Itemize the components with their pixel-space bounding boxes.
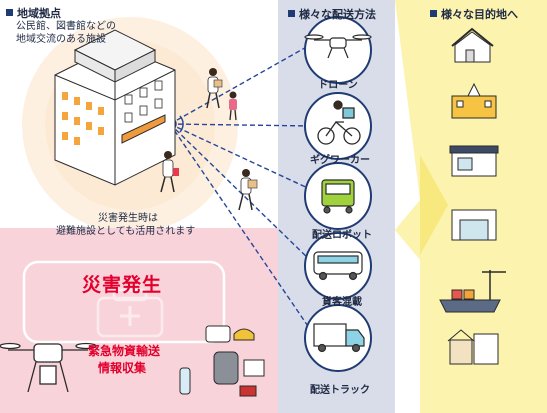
disaster-task-information: 情報収集 — [98, 361, 147, 375]
hub-title: 地域拠点 — [6, 5, 61, 21]
disaster-task-supply-transport: 緊急物資輸送 — [88, 344, 161, 358]
connection-lines — [169, 44, 313, 333]
destination-store-icon — [449, 145, 499, 177]
destination-arrow — [420, 155, 448, 255]
person-carrying-box-icon — [206, 68, 223, 109]
community-building-icon — [54, 29, 176, 186]
person-delivery-icon — [238, 169, 258, 211]
destinations-header: 様々な目的地へ — [430, 6, 518, 22]
disaster-frame — [22, 260, 226, 344]
shelter-note-line1: 災害発生時は — [98, 213, 158, 224]
method-label-drone: ドローン — [318, 80, 358, 91]
shelter-note-line2: 避難施設としても活用されます — [56, 226, 196, 237]
hub-description-line2: 地域交流のある施設 — [16, 34, 106, 45]
emergency-supplies-icon — [179, 325, 265, 397]
bicycle-courier-icon — [317, 100, 361, 145]
destination-column — [395, 0, 547, 413]
bus-icon — [313, 251, 363, 281]
destination-port-icon — [439, 270, 506, 313]
drone-icon — [304, 34, 372, 59]
person-shopping-icon — [160, 151, 179, 193]
building-windows-right — [124, 80, 163, 123]
destination-town-icon — [447, 329, 499, 365]
first-aid-kit-icon — [96, 288, 164, 338]
method-label-gig-worker: ギグワーカー — [310, 155, 370, 166]
disaster-drone-icon — [0, 342, 97, 393]
disaster-title: 災害発生 — [82, 274, 163, 296]
method-label-delivery-robot: 配送ロボット — [312, 230, 372, 241]
methods-header: 様々な配送方法 — [288, 6, 376, 22]
delivery-robot-icon — [321, 179, 355, 214]
destination-house-icon — [451, 27, 494, 63]
building-windows — [62, 92, 104, 145]
destination-school-icon — [451, 82, 497, 119]
person-child-icon — [229, 91, 237, 121]
method-label-delivery-truck: 配送トラック — [310, 385, 370, 396]
hub-description-line1: 公民館、図書館などの — [16, 21, 116, 32]
destination-warehouse-icon — [451, 209, 497, 241]
method-label-mixed-cargo: 貨客混載 — [322, 297, 362, 308]
disaster-area — [0, 228, 292, 413]
truck-icon — [313, 323, 365, 353]
